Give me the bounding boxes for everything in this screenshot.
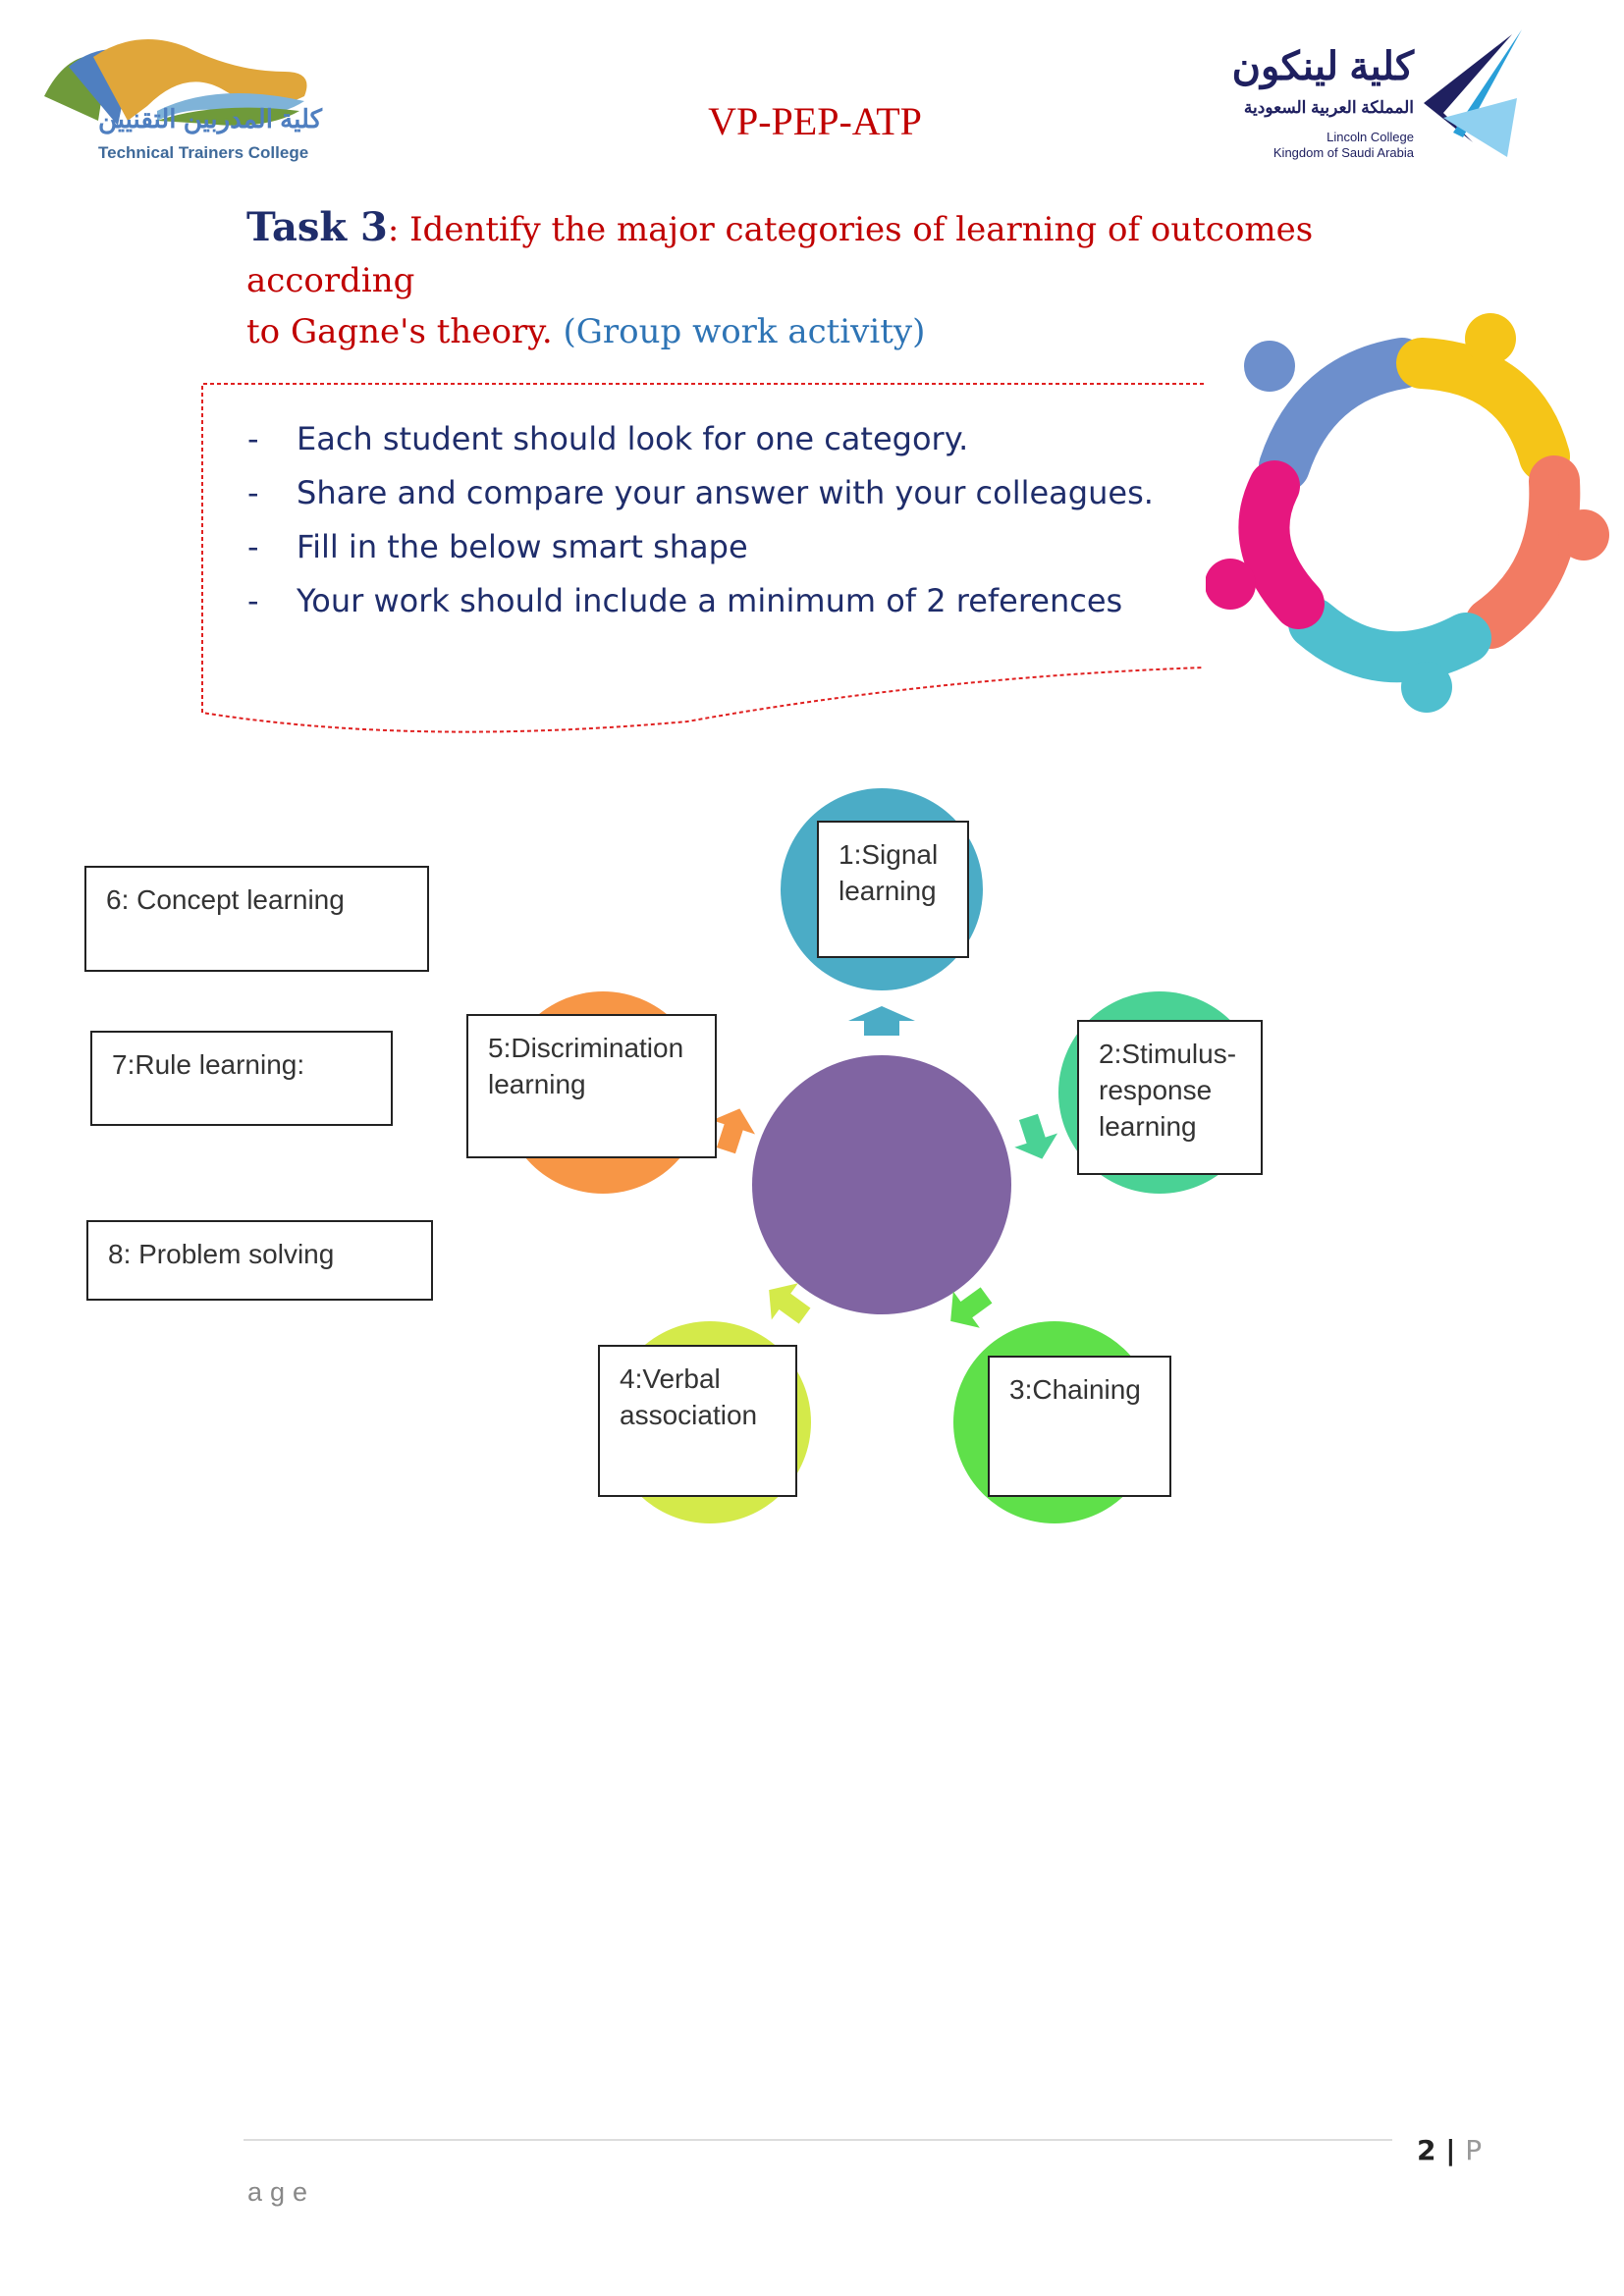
teamwork-circle-icon xyxy=(1206,313,1609,713)
task-label: Task 3 xyxy=(246,204,388,250)
node-box-discrimination[interactable]: 5:Discrimination learning xyxy=(466,1014,717,1158)
instruction-item: - Share and compare your answer with your… xyxy=(247,466,1154,520)
lincoln-college-logo: كلية لينكون المملكة العربية السعودية Lin… xyxy=(1193,25,1532,167)
document-code-title: VP-PEP-ATP xyxy=(708,99,922,143)
arrow-down-left-icon xyxy=(769,1283,811,1324)
node-label: learning xyxy=(839,876,937,906)
instruction-text: Fill in the below smart shape xyxy=(297,528,748,565)
logo-english-country: Kingdom of Saudi Arabia xyxy=(1272,145,1414,160)
rule-learning-box[interactable]: 7:Rule learning: xyxy=(90,1031,393,1126)
learning-categories-diagram xyxy=(502,788,1261,1523)
concept-learning-box[interactable]: 6: Concept learning xyxy=(84,866,429,972)
task-heading: Task 3: Identify the major categories of… xyxy=(246,202,1474,357)
bullet-dash: - xyxy=(247,474,259,511)
logo-arabic-country: المملكة العربية السعودية xyxy=(1243,98,1414,117)
instruction-box-border xyxy=(201,383,1205,733)
task-separator: : xyxy=(387,210,410,249)
page-separator: | xyxy=(1435,2134,1466,2166)
bullet-dash: - xyxy=(247,582,259,619)
logo-arabic-text: كلية المدربين التقنيين xyxy=(98,104,322,133)
instruction-text: Each student should look for one categor… xyxy=(297,420,969,457)
node-box-chaining[interactable]: 3:Chaining xyxy=(988,1356,1171,1497)
node-box-signal-learning[interactable]: 1:Signal learning xyxy=(817,821,969,958)
node-label: learning xyxy=(488,1069,586,1099)
logo-wave-icon xyxy=(44,39,307,127)
task-text-line2: to Gagne's theory. xyxy=(246,312,564,351)
lincoln-logo-mark-icon xyxy=(1424,29,1522,157)
node-label: association xyxy=(620,1400,758,1430)
logo-arabic-name: كلية لينكون xyxy=(1231,45,1414,88)
page-age-text: age xyxy=(247,2177,316,2207)
instruction-text: Share and compare your answer with your … xyxy=(297,474,1154,511)
node-label: 5:Discrimination xyxy=(488,1033,684,1063)
bullet-dash: - xyxy=(247,420,259,457)
arrow-up-icon xyxy=(848,1006,915,1036)
task-text-line1: Identify the major categories of learnin… xyxy=(246,210,1314,300)
node-box-stimulus-response[interactable]: 2:Stimulus- response learning xyxy=(1077,1020,1263,1175)
node-label: 2:Stimulus- xyxy=(1099,1039,1237,1069)
arrow-right-icon xyxy=(1014,1113,1058,1159)
page-p: P xyxy=(1465,2134,1483,2166)
arrow-left-icon xyxy=(712,1108,756,1154)
instruction-item: - Fill in the below smart shape xyxy=(247,520,1154,574)
logo-english-name: Lincoln College xyxy=(1326,130,1414,144)
page-number: 2 | P xyxy=(1417,2134,1482,2166)
instruction-item: - Each student should look for one catego… xyxy=(247,412,1154,466)
center-circle xyxy=(752,1055,1011,1314)
node-label: 3:Chaining xyxy=(1009,1374,1141,1405)
logo-english-text: Technical Trainers College xyxy=(98,143,309,162)
node-label: learning xyxy=(1099,1111,1197,1142)
problem-solving-box[interactable]: 8: Problem solving xyxy=(86,1220,433,1301)
instruction-list: - Each student should look for one catego… xyxy=(247,412,1154,628)
bullet-dash: - xyxy=(247,528,259,565)
technical-trainers-college-logo: كلية المدربين التقنيين Technical Trainer… xyxy=(39,27,324,170)
page-number-value: 2 xyxy=(1417,2134,1436,2166)
node-label: 1:Signal xyxy=(839,839,939,870)
footer-divider xyxy=(244,2139,1392,2141)
node-label: response xyxy=(1099,1075,1213,1105)
node-label: 4:Verbal xyxy=(620,1363,721,1394)
arrow-down-right-icon xyxy=(950,1287,993,1328)
instruction-item: - Your work should include a minimum of 2… xyxy=(247,574,1154,628)
instruction-text: Your work should include a minimum of 2 … xyxy=(297,582,1123,619)
group-work-note: (Group work activity) xyxy=(563,312,926,351)
node-box-verbal-association[interactable]: 4:Verbal association xyxy=(598,1345,797,1497)
